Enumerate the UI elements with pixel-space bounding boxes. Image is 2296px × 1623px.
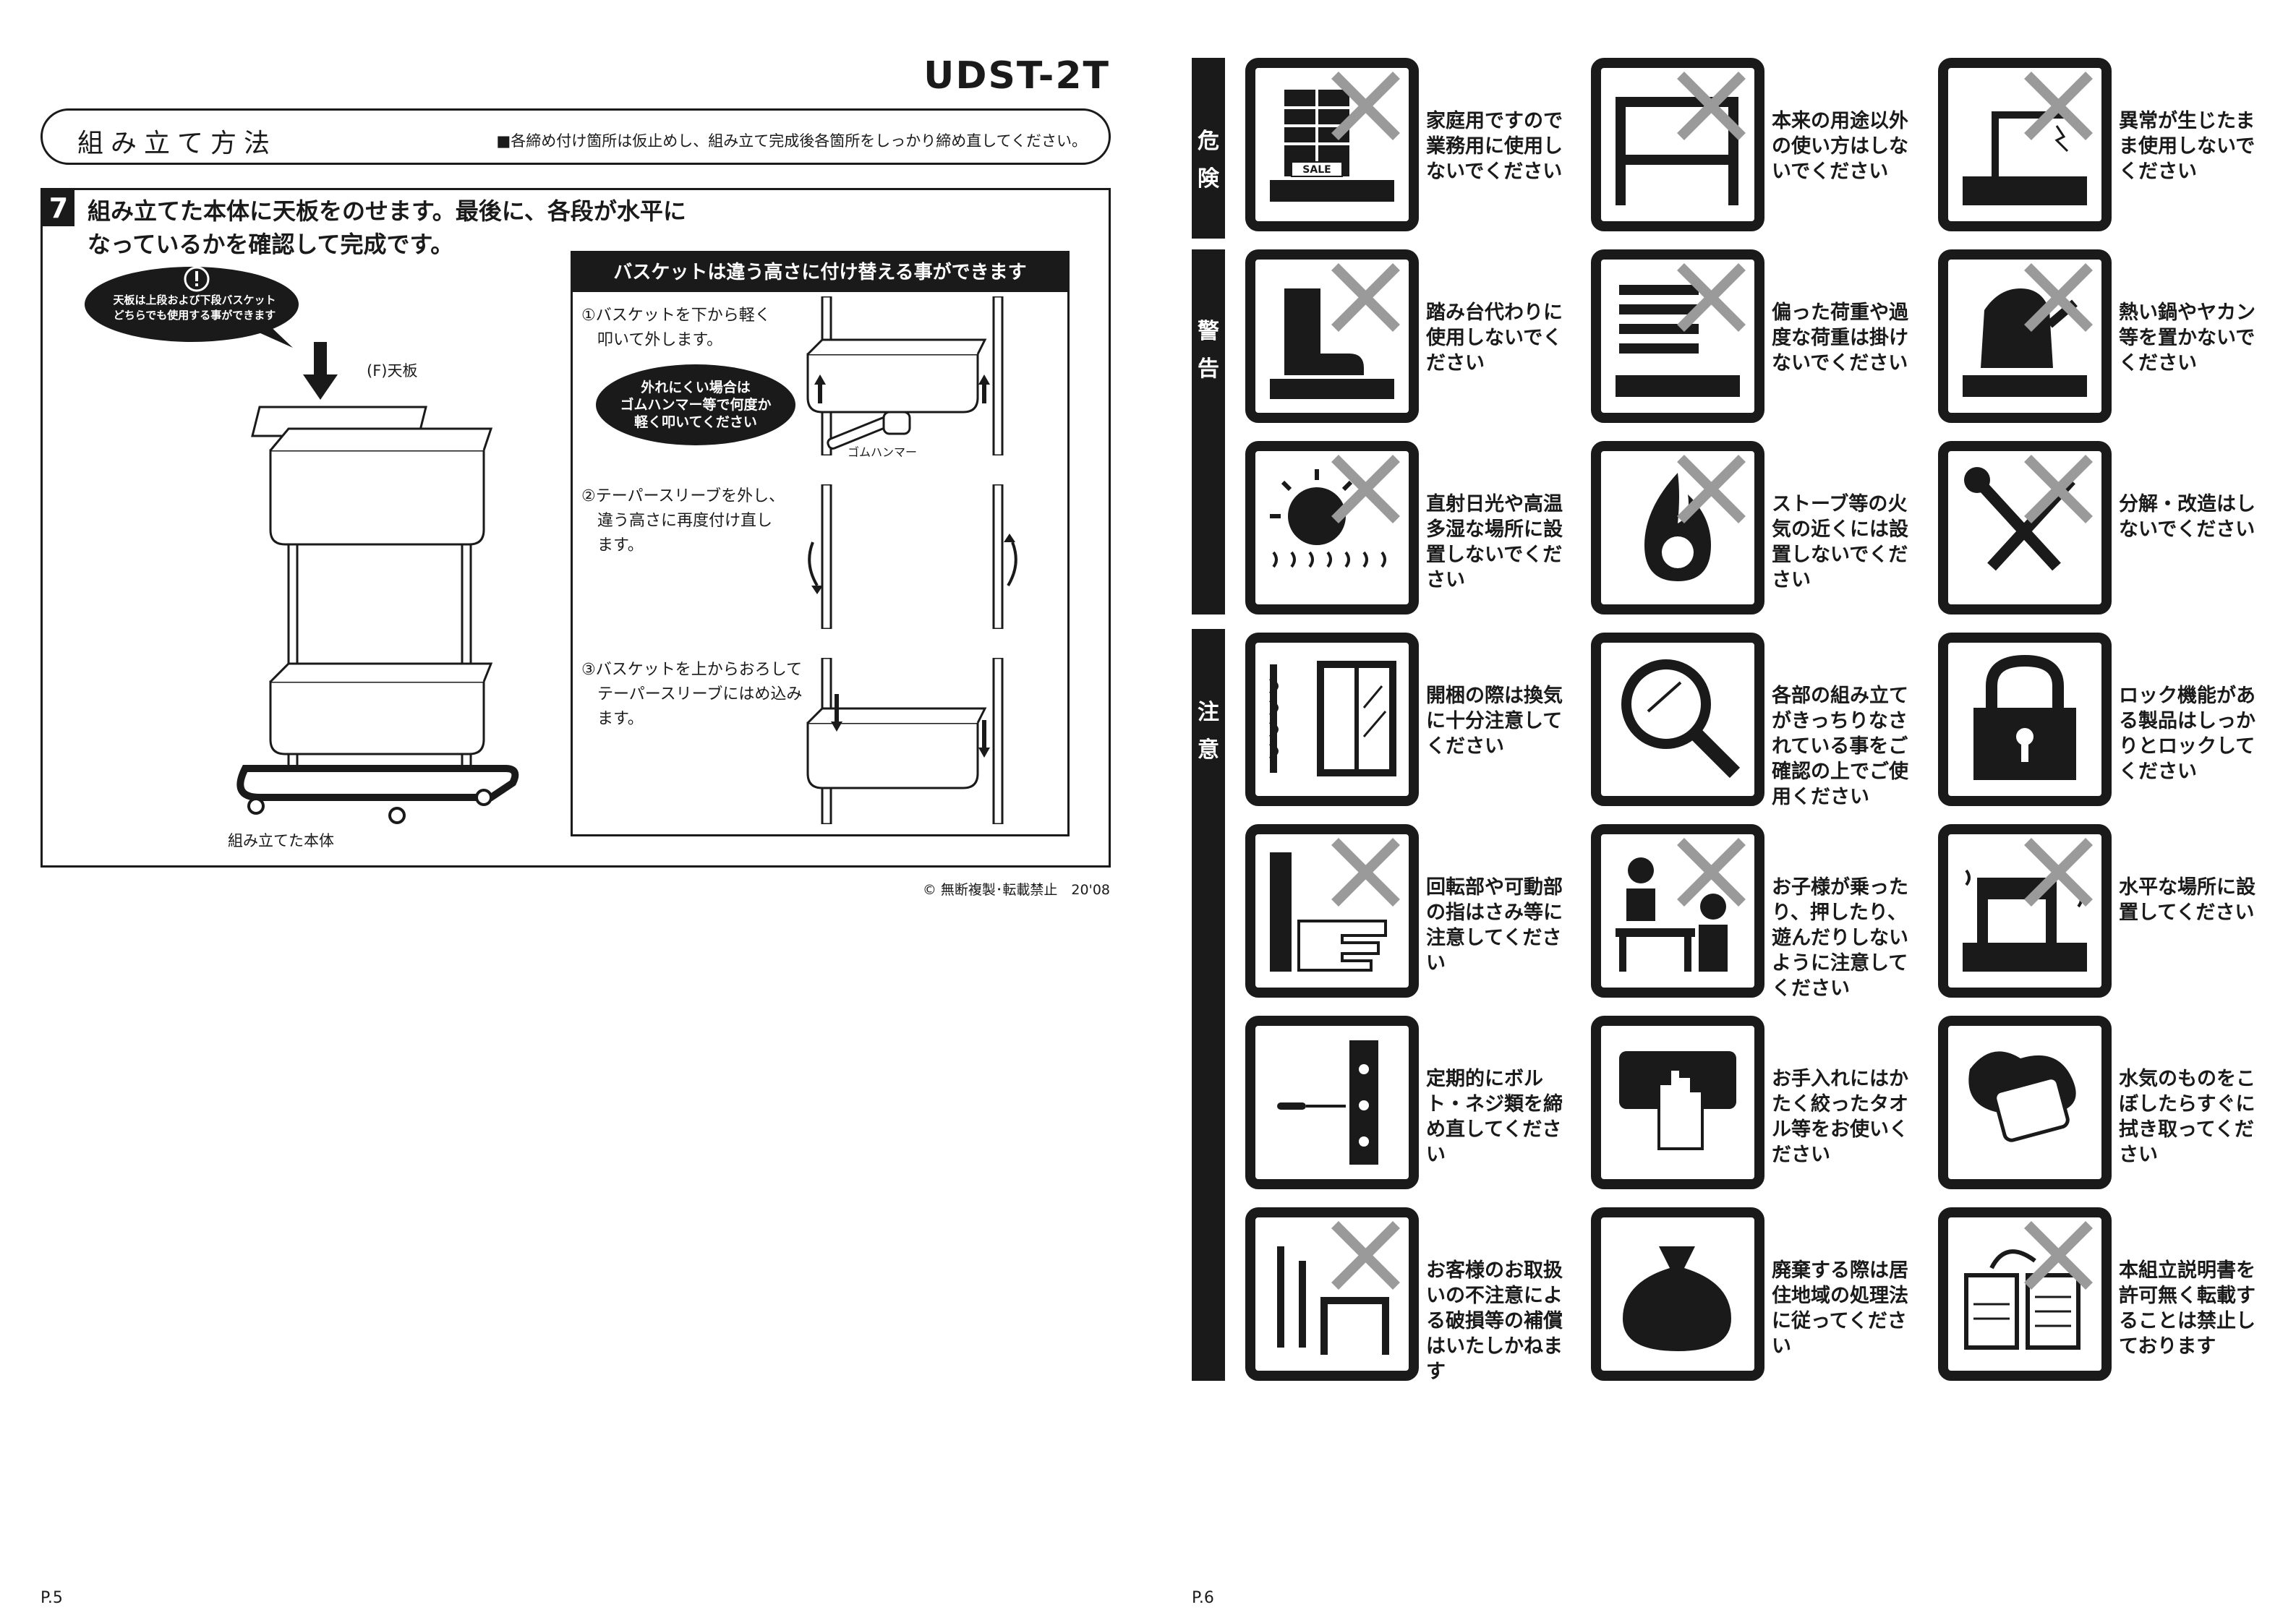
fire-stove-icon — [1591, 441, 1764, 614]
padlock-icon — [1938, 633, 2112, 806]
warning-text: 異常が生じたまま使用しないでください — [2119, 110, 2256, 183]
damage-tools-icon — [1245, 1207, 1419, 1381]
category-caution: 注 意 — [1192, 629, 1225, 1381]
basket-remove-illustration — [806, 296, 1004, 455]
warning-text: 水気のものをこぼしたらすぐに拭き取ってください — [2119, 1068, 2256, 1166]
warning-text: お手入れにはかたく絞ったタオル等をお使いください — [1772, 1068, 1908, 1166]
warning-text: お客様のお取扱いの不注意による破損等の補償はいたしかねます — [1426, 1259, 1563, 1383]
warning-text: 熱い鍋やヤカン等を置かないでください — [2119, 301, 2256, 374]
warning-text: 直射日光や高温多湿な場所に設置しないでください — [1426, 493, 1563, 591]
page-number-right: P.6 — [1192, 1589, 1214, 1607]
warning-text: 回転部や可動部の指はさみ等に注意してください — [1426, 876, 1563, 975]
sale-label: SALE — [1302, 164, 1331, 176]
tighten-note: ■各締め付け箇所は仮止めし、組み立て完成後各箇所をしっかり締め直してください。 — [496, 132, 1087, 150]
category-danger: 危 険 — [1192, 58, 1225, 239]
basket-panel-heading: バスケットは違う高さに付け替える事ができます — [573, 253, 1067, 292]
warning-text: 開梱の際は換気に十分注意してください — [1426, 685, 1563, 758]
warning-text: 偏った荷重や過度な荷重は掛けないでください — [1772, 301, 1908, 374]
step-stool-icon — [1245, 249, 1419, 423]
basket-step-1: ①バスケットを下から軽く 叩いて外します。 — [581, 307, 771, 349]
copy-document-icon — [1938, 1207, 2112, 1381]
basket-install-illustration — [806, 658, 1004, 824]
children-play-icon — [1591, 824, 1764, 998]
ventilation-window-icon — [1245, 633, 1419, 806]
warning-text: 分解・改造はしないでください — [2119, 493, 2256, 541]
category-label: 注 意 — [1198, 700, 1219, 763]
pinch-hand-icon — [1245, 824, 1419, 998]
hammer-label: ゴムハンマー — [848, 445, 918, 459]
bubble-text: 天板は上段および下段バスケット どちらでも使用する事ができます — [113, 294, 276, 322]
warning-text: 定期的にボルト・ネジ類を締め直してください — [1426, 1068, 1563, 1166]
warning-text: 廃棄する際は居住地域の処理法に従ってください — [1772, 1259, 1908, 1358]
page-number-left: P.5 — [40, 1589, 63, 1607]
warning-text: 家庭用ですので業務用に使用しないでください — [1426, 110, 1563, 183]
wipe-spill-icon — [1938, 1016, 2112, 1189]
hammer-tip: 外れにくい場合は ゴムハンマー等で何度か 軽く叩いてください — [620, 380, 772, 430]
sleeve-illustration — [808, 484, 1017, 629]
assembled-label: 組み立てた本体 — [228, 832, 334, 849]
section-title: 組み立て方法 — [77, 129, 278, 158]
category-label: 危 険 — [1198, 129, 1219, 192]
info-oval — [596, 364, 795, 445]
step-number: 7 — [43, 190, 74, 226]
info-bubble — [85, 267, 299, 348]
warning-text: 踏み台代わりに使用しないでください — [1426, 301, 1563, 374]
warning-text: 各部の組み立てがきっちりなされている事をご確認の上でご使用ください — [1772, 685, 1908, 808]
warning-text: 本来の用途以外の使い方はしないでください — [1772, 110, 1908, 183]
category-label: 警 告 — [1198, 319, 1219, 382]
basket-step-3: ③バスケットを上からおろして テーパースリーブにはめ込み ます。 — [581, 661, 803, 728]
hot-kettle-icon — [1938, 249, 2112, 423]
disassemble-tools-icon — [1938, 441, 2112, 614]
warning-text: 本組立説明書を許可無く転載することは禁止しております — [2119, 1259, 2256, 1358]
wipe-towel-icon — [1591, 1016, 1764, 1189]
level-surface-icon — [1938, 824, 2112, 998]
assembly-step: 7 組み立てた本体に天板をのせます。最後に、各段が水平に なっているかを確認して… — [40, 188, 1111, 868]
category-warning: 警 告 — [1192, 249, 1225, 614]
screwdriver-bolts-icon — [1245, 1016, 1419, 1189]
section-header: 組み立て方法 ■各締め付け箇所は仮止めし、組み立て完成後各箇所をしっかり締め直し… — [40, 108, 1111, 165]
disposal-bag-icon — [1591, 1207, 1764, 1381]
cart-illustration — [236, 342, 519, 824]
basket-height-panel: バスケットは違う高さに付け替える事ができます ①バスケットを下から軽く 叩いて外… — [571, 251, 1070, 836]
heavy-load-icon — [1591, 249, 1764, 423]
top-board-label: (F)天板 — [367, 362, 418, 380]
warning-text: 水平な場所に設置してください — [2119, 876, 2256, 924]
warning-text: ストーブ等の火気の近くには設置しないでください — [1772, 493, 1908, 591]
basket-step-2: ②テーパースリーブを外し、 違う高さに再度付け直し ます。 — [581, 487, 785, 554]
sun-humidity-icon — [1245, 441, 1419, 614]
step-instruction: 組み立てた本体に天板をのせます。最後に、各段が水平に なっているかを確認して完成… — [88, 197, 686, 258]
model-number: UDST-2T — [923, 54, 1110, 98]
sale-shelf-icon: SALE — [1245, 58, 1419, 231]
magnifier-icon — [1591, 633, 1764, 806]
caution-icon — [184, 266, 210, 292]
abnormal-use-icon — [1938, 58, 2112, 231]
shelf-misuse-icon — [1591, 58, 1764, 231]
warning-text: お子様が乗ったり、押したり、遊んだりしないように注意してください — [1772, 876, 1908, 1000]
copyright-notice: © 無断複製･転載禁止 20'08 — [922, 882, 1110, 898]
warning-text: ロック機能がある製品はしっかりとロックしてください — [2119, 685, 2256, 783]
